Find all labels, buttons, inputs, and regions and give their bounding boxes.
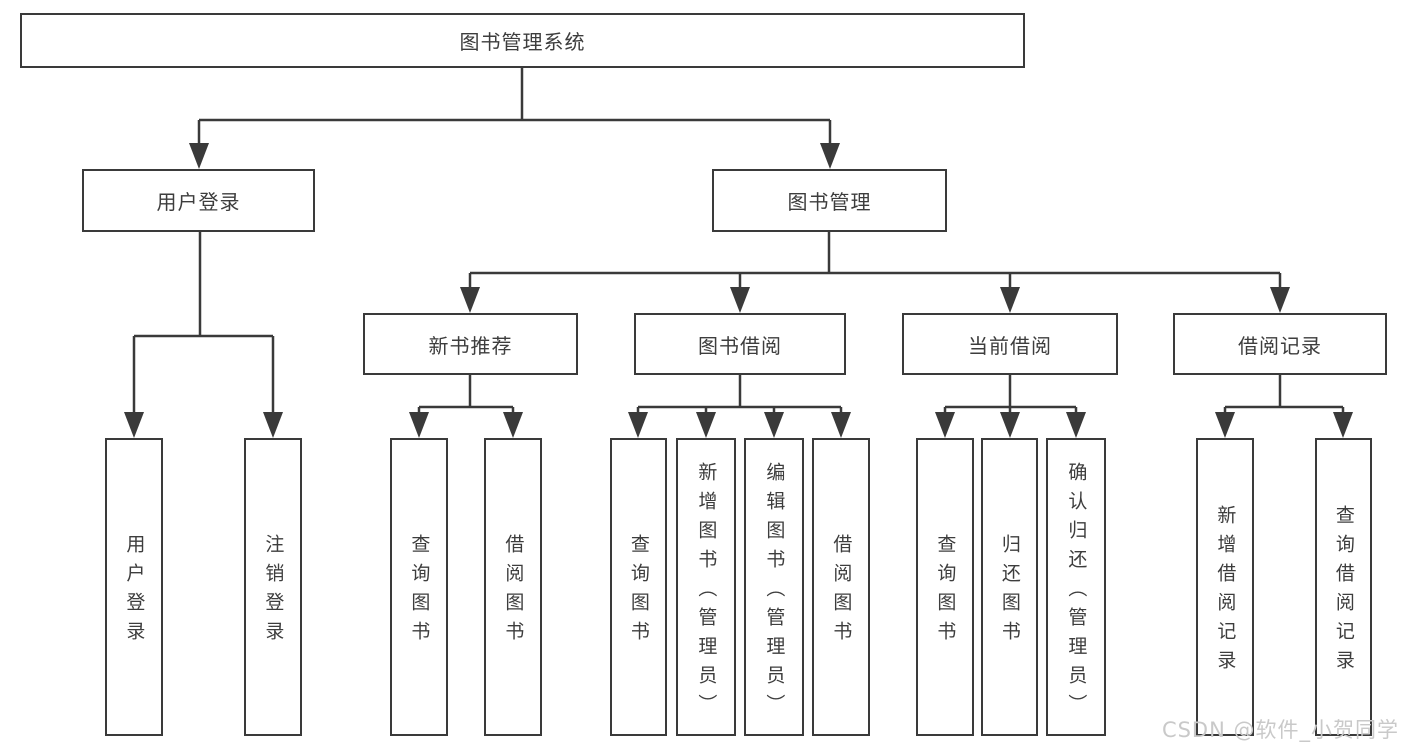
- leaf-query-book-recommend: 查询图书: [390, 438, 448, 736]
- leaf-confirm-return-admin: 确认归还（管理员）: [1046, 438, 1106, 736]
- node-root-label: 图书管理系统: [459, 30, 586, 54]
- leaf-add-borrow-record-label: 新增借阅记录: [1214, 505, 1237, 679]
- leaf-query-book-borrowing: 查询图书: [610, 438, 667, 736]
- node-borrow-records: 借阅记录: [1173, 313, 1387, 375]
- leaf-query-book-recommend-label: 查询图书: [408, 534, 431, 650]
- node-book-management: 图书管理: [712, 169, 947, 232]
- leaf-query-borrow-record: 查询借阅记录: [1315, 438, 1372, 736]
- node-user-login: 用户登录: [82, 169, 315, 232]
- leaf-borrow-book-recommend-label: 借阅图书: [502, 534, 525, 650]
- leaf-return-book: 归还图书: [981, 438, 1038, 736]
- node-new-book-recommend: 新书推荐: [363, 313, 578, 375]
- leaf-borrow-book-recommend: 借阅图书: [484, 438, 542, 736]
- watermark: CSDN @软件_小贺同学: [1161, 718, 1399, 742]
- node-borrow-records-label: 借阅记录: [1238, 333, 1322, 358]
- leaf-add-borrow-record: 新增借阅记录: [1196, 438, 1254, 736]
- leaf-add-book-admin: 新增图书（管理员）: [676, 438, 736, 736]
- leaf-borrow-book-borrowing: 借阅图书: [812, 438, 870, 736]
- leaf-borrow-book-borrowing-label: 借阅图书: [830, 534, 853, 650]
- node-root-system: 图书管理系统: [20, 13, 1025, 68]
- leaf-query-book-borrowing-label: 查询图书: [627, 534, 650, 650]
- node-book-borrowing-label: 图书借阅: [698, 333, 782, 358]
- leaf-add-book-admin-label: 新增图书（管理员）: [695, 461, 718, 723]
- arrowhead-icons: [124, 143, 1353, 438]
- leaf-edit-book-admin-label: 编辑图书（管理员）: [763, 461, 786, 723]
- node-new-book-recommend-label: 新书推荐: [428, 333, 513, 358]
- node-current-borrowing: 当前借阅: [902, 313, 1118, 375]
- node-current-borrowing-label: 当前借阅: [968, 333, 1052, 358]
- node-book-borrowing: 图书借阅: [634, 313, 846, 375]
- leaf-query-book-current-label: 查询图书: [934, 534, 957, 650]
- leaf-query-borrow-record-label: 查询借阅记录: [1332, 505, 1355, 679]
- node-user-login-label: 用户登录: [156, 190, 241, 214]
- leaf-query-book-current: 查询图书: [916, 438, 974, 736]
- leaf-logout-label: 注销登录: [262, 534, 285, 650]
- leaf-logout: 注销登录: [244, 438, 302, 736]
- leaf-edit-book-admin: 编辑图书（管理员）: [744, 438, 804, 736]
- leaf-confirm-return-admin-label: 确认归还（管理员）: [1065, 461, 1088, 723]
- node-book-management-label: 图书管理: [787, 190, 872, 214]
- leaf-user-login: 用户登录: [105, 438, 163, 736]
- leaf-user-login-label: 用户登录: [123, 534, 146, 650]
- leaf-return-book-label: 归还图书: [998, 534, 1021, 650]
